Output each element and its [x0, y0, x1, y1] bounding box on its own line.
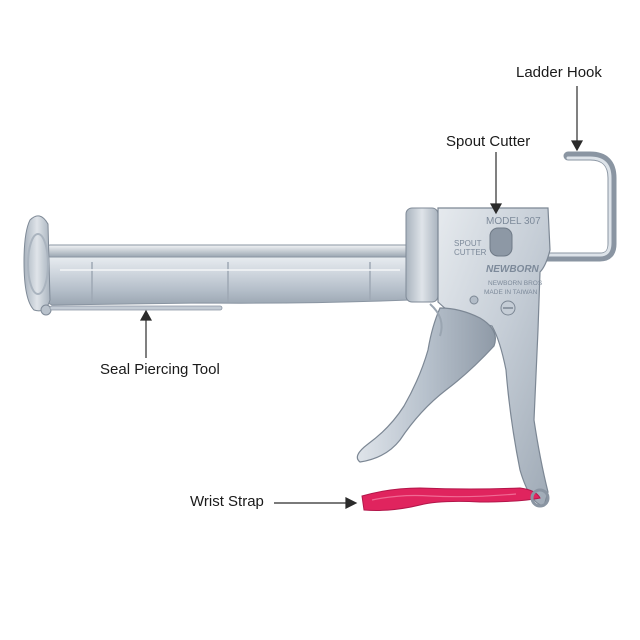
engraving-line1: NEWBORN BROS — [488, 280, 543, 287]
engraving-brand: NEWBORN — [486, 264, 540, 275]
seal-piercing-tool-label: Seal Piercing Tool — [100, 361, 220, 378]
trigger-lever — [356, 307, 496, 463]
strap-ring — [530, 488, 550, 508]
barrel-tube — [39, 255, 411, 306]
wrist-strap — [361, 487, 541, 511]
plunger-rod — [45, 244, 419, 258]
leader-lines — [139, 86, 584, 509]
spout-cutter-label: Spout Cutter — [446, 133, 531, 150]
engraving-spout-line2: CUTTER — [454, 248, 487, 257]
spout-cutter-hole — [489, 227, 513, 257]
ladder-hook — [535, 151, 617, 262]
ladder-hook-label: Ladder Hook — [516, 64, 602, 81]
engraving-line2: MADE IN TAIWAN — [484, 289, 538, 296]
front-collar — [405, 207, 439, 303]
engraving-model: MODEL 307 — [486, 216, 541, 227]
engraving-spout-line1: SPOUT — [454, 239, 482, 248]
wrist-strap-label: Wrist Strap — [190, 493, 264, 510]
seal-piercing-rod — [49, 305, 223, 311]
